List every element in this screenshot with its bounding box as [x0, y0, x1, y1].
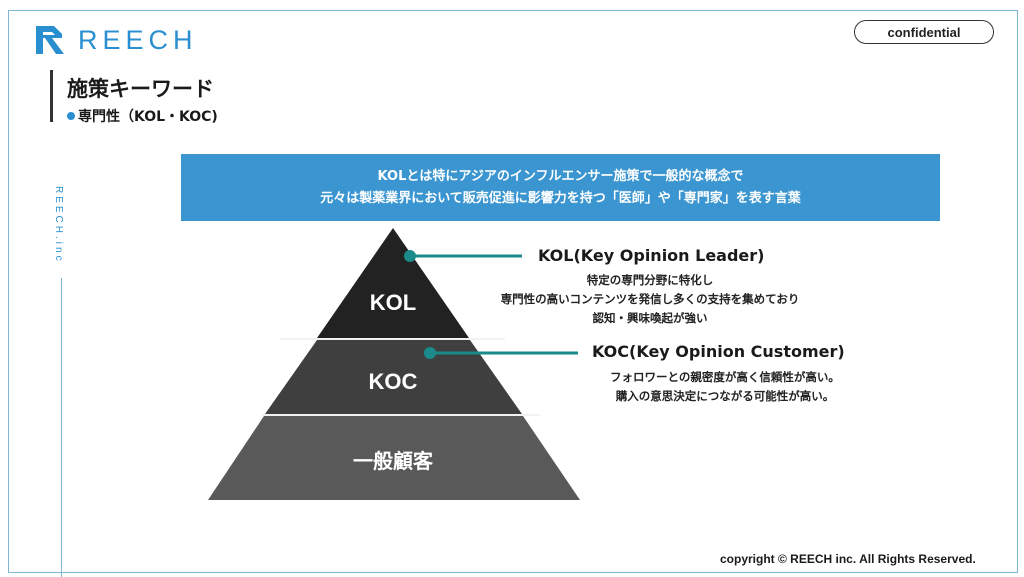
tier-label-general: 一般顧客	[353, 449, 434, 473]
reech-logo-icon	[36, 26, 64, 54]
tier-label-koc: KOC	[369, 369, 418, 394]
koc-connector-dot	[424, 347, 436, 359]
bullet-dot-icon	[67, 112, 75, 120]
page-title: 施策キーワード	[67, 77, 214, 101]
logo-text: REECH	[78, 24, 198, 55]
copyright-text: copyright © REECH inc. All Rights Reserv…	[720, 552, 976, 566]
kol-callout-line-1: 特定の専門分野に特化し	[586, 273, 714, 287]
koc-callout-title: KOC(Key Opinion Customer)	[592, 342, 845, 361]
kol-callout-line-2: 専門性の高いコンテンツを発信し多くの支持を集めており	[500, 292, 800, 306]
kol-callout-title: KOL(Key Opinion Leader)	[538, 246, 765, 265]
pyramid-tier-general	[208, 416, 580, 500]
subtitle-text: 専門性（KOL・KOC)	[78, 109, 218, 125]
definition-banner: KOLとは特にアジアのインフルエンサー施策で一般的な概念で 元々は製薬業界におい…	[181, 154, 940, 221]
pyramid-tier-kol	[317, 228, 469, 338]
banner-line-2: 元々は製薬業界において販売促進に影響力を持つ「医師」や「専門家」を表す言葉	[320, 190, 801, 206]
banner-line-1: KOLとは特にアジアのインフルエンサー施策で一般的な概念で	[377, 168, 744, 184]
koc-callout-line-1: フォロワーとの親密度が高く信頼性が高い。	[610, 370, 840, 384]
kol-callout: KOL(Key Opinion Leader) 特定の専門分野に特化し 専門性の…	[480, 246, 820, 328]
logo: REECH	[34, 24, 198, 56]
slide-frame	[8, 10, 1018, 573]
side-divider	[61, 278, 62, 577]
side-label: REECH.inc	[53, 186, 64, 264]
koc-callout-line-2: 購入の意思決定につながる可能性が高い。	[615, 389, 835, 403]
page-subtitle: 専門性（KOL・KOC)	[67, 106, 218, 126]
koc-callout: KOC(Key Opinion Customer) フォロワーとの親密度が高く信…	[580, 342, 870, 406]
tier-label-kol: KOL	[370, 290, 416, 315]
kol-connector-dot	[404, 250, 416, 262]
pyramid-tier-koc	[265, 340, 522, 414]
confidential-badge: confidential	[854, 20, 994, 44]
title-accent-bar	[50, 70, 53, 122]
kol-callout-line-3: 認知・興味喚起が強い	[592, 311, 708, 325]
